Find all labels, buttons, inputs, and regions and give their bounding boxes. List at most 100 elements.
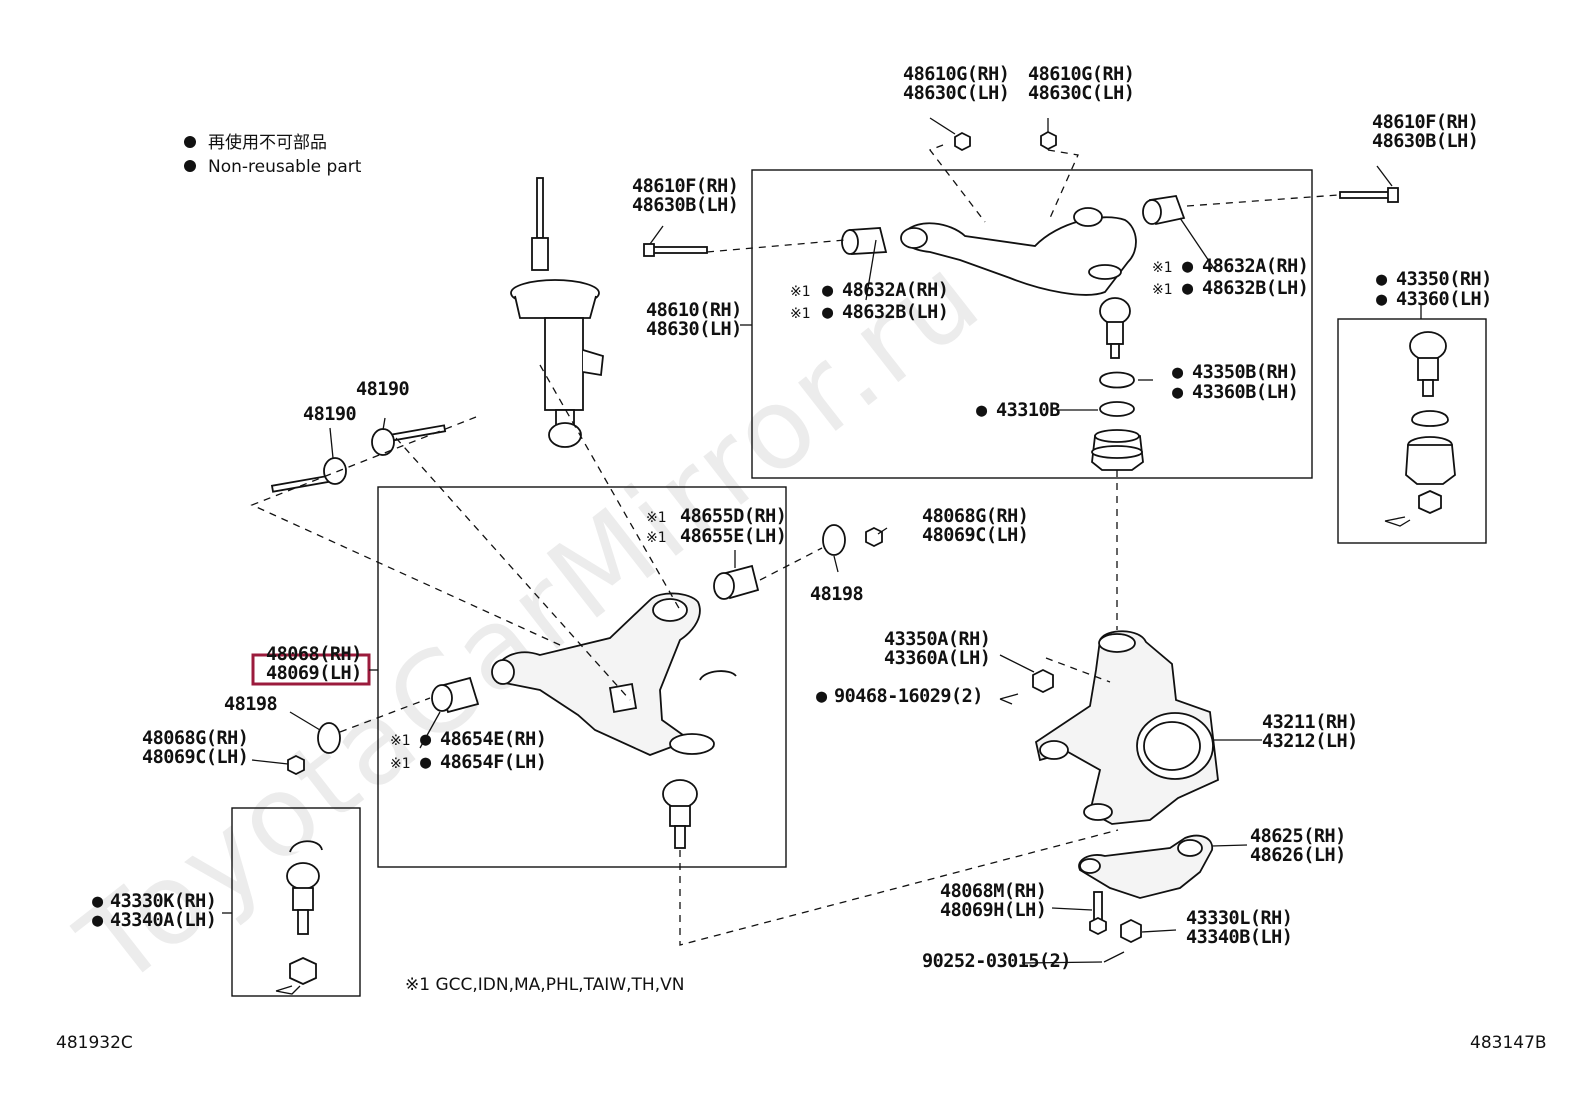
legend: 再使用不可部品 Non-reusable part: [184, 132, 362, 177]
upper-ball-joint-parts: [1091, 297, 1144, 471]
label-43360b-lh: 43360B(LH): [1192, 382, 1298, 403]
label-48069h-lh: 48069H(LH): [940, 900, 1046, 921]
knuckle-arm: [1078, 834, 1213, 899]
lower-control-arm: [491, 592, 715, 756]
label-48068-rh: 48068(RH): [266, 644, 362, 665]
label-48632a-rh-a: 48632A(RH): [842, 280, 948, 301]
legend-dot-icon: [184, 136, 196, 148]
snap-ring-icon: [699, 670, 737, 681]
label-48069c-lh-a: 48069C(LH): [922, 525, 1028, 546]
cotter-pin-upper-icon: [999, 693, 1019, 705]
label-48610g-rh-a: 48610G(RH): [903, 64, 1009, 85]
figure-code-right: 483147B: [1470, 1033, 1547, 1053]
cam-nut-rear: [865, 526, 883, 548]
dot-mark: ●: [1376, 269, 1388, 290]
upper-ball-joint-alt: [1384, 331, 1456, 527]
upper-nut-2: [1040, 130, 1057, 151]
upper-nut-1: [954, 131, 971, 152]
legend-text-jp: 再使用不可部品: [208, 132, 327, 153]
label-43310b: 43310B: [996, 400, 1060, 421]
guide-lines: [250, 144, 1339, 946]
upper-ball-joint-box: [1337, 318, 1487, 544]
cam-washer-front: [317, 722, 341, 754]
dot-mark: ●: [1172, 382, 1184, 403]
lower-ball-joint-box: [231, 807, 361, 997]
note-mark: ※1: [1152, 282, 1173, 298]
dot-mark: ●: [976, 400, 988, 421]
note-mark: ※1: [1152, 260, 1173, 276]
upper-bolt-left: [643, 243, 708, 257]
label-48610-rh: 48610(RH): [646, 300, 742, 321]
label-48069-lh: 48069(LH): [266, 663, 362, 684]
label-43340a-lh: 43340A(LH): [110, 910, 216, 931]
label-48198-b: 48198: [224, 694, 277, 715]
knuckle-nut: [1120, 918, 1142, 944]
label-43360a-lh: 43360A(LH): [884, 648, 990, 669]
note-mark: ※1: [390, 756, 411, 772]
note-mark: ※1: [646, 510, 667, 526]
dot-mark: ●: [816, 686, 828, 707]
part-labels: 48610G(RH) 48630C(LH) 48610G(RH) 48630C(…: [92, 64, 1492, 972]
label-48610g-rh-b: 48610G(RH): [1028, 64, 1134, 85]
label-48198-a: 48198: [810, 584, 863, 605]
label-48625-rh: 48625(RH): [1250, 826, 1346, 847]
legend-text-en: Non-reusable part: [208, 157, 362, 177]
upper-arm-group-box: [751, 169, 1313, 479]
dot-mark: ●: [1182, 278, 1194, 299]
label-48655e-lh: 48655E(LH): [680, 526, 786, 547]
label-48068g-rh-b: 48068G(RH): [142, 728, 248, 749]
label-48630c-lh-a: 48630C(LH): [903, 83, 1009, 104]
label-48655d-rh: 48655D(RH): [680, 506, 786, 527]
label-48610f-rh-a: 48610F(RH): [632, 176, 738, 197]
dot-mark: ●: [822, 302, 834, 323]
legend-dot-icon: [184, 160, 196, 172]
cotter-pin-icon: [1103, 951, 1125, 963]
label-43360-lh: 43360(LH): [1396, 289, 1492, 310]
cam-nut-front: [287, 754, 305, 776]
upper-bolt-right: [1339, 187, 1399, 203]
label-48068g-rh-a: 48068G(RH): [922, 506, 1028, 527]
label-48654e-rh: 48654E(RH): [440, 729, 546, 750]
footnote: ※1 GCC,IDN,MA,PHL,TAIW,TH,VN: [405, 975, 684, 995]
note-mark: ※1: [646, 530, 667, 546]
label-43212-lh: 43212(LH): [1262, 731, 1358, 752]
lower-ball-joint: [662, 779, 698, 849]
label-48630b-lh-a: 48630B(LH): [632, 195, 738, 216]
label-48068m-rh: 48068M(RH): [940, 881, 1046, 902]
upper-control-arm: [900, 207, 1137, 296]
dot-mark: ●: [92, 891, 104, 912]
note-mark: ※1: [390, 733, 411, 749]
leader-lines: [222, 117, 1422, 964]
steering-knuckle: [1034, 630, 1219, 825]
label-43350-rh: 43350(RH): [1396, 269, 1492, 290]
label-48654f-lh: 48654F(LH): [440, 752, 546, 773]
label-48632a-rh-b: 48632A(RH): [1202, 256, 1308, 277]
label-48626-lh: 48626(LH): [1250, 845, 1346, 866]
label-48630b-lh-b: 48630B(LH): [1372, 131, 1478, 152]
note-mark: ※1: [790, 306, 811, 322]
note-mark: ※1: [790, 284, 811, 300]
label-43350a-rh: 43350A(RH): [884, 629, 990, 650]
dot-mark: ●: [1182, 256, 1194, 277]
label-43330k-rh: 43330K(RH): [110, 891, 216, 912]
upper-bushing-left: [841, 227, 888, 255]
dot-mark: ●: [1376, 289, 1388, 310]
lower-ball-joint-alt: [275, 840, 323, 995]
lower-bushing-rear: [713, 564, 760, 600]
knuckle-arm-bolt: [1089, 891, 1107, 936]
label-48630-lh: 48630(LH): [646, 319, 742, 340]
label-48632b-lh-a: 48632B(LH): [842, 302, 948, 323]
dot-mark: ●: [92, 910, 104, 931]
figure-code-left: 481932C: [56, 1033, 133, 1053]
label-48610f-rh-b: 48610F(RH): [1372, 112, 1478, 133]
dot-mark: ●: [1172, 362, 1184, 383]
dot-mark: ●: [420, 729, 432, 750]
dot-mark: ●: [822, 280, 834, 301]
cam-bolt-lower: [270, 457, 347, 493]
lower-arm-group-box: [377, 486, 787, 868]
label-43350b-rh: 43350B(RH): [1192, 362, 1298, 383]
label-43330l-rh: 43330L(RH): [1186, 908, 1292, 929]
upper-bushing-right: [1142, 194, 1186, 226]
label-48190-b: 48190: [303, 404, 357, 425]
label-48632b-lh-b: 48632B(LH): [1202, 278, 1308, 299]
